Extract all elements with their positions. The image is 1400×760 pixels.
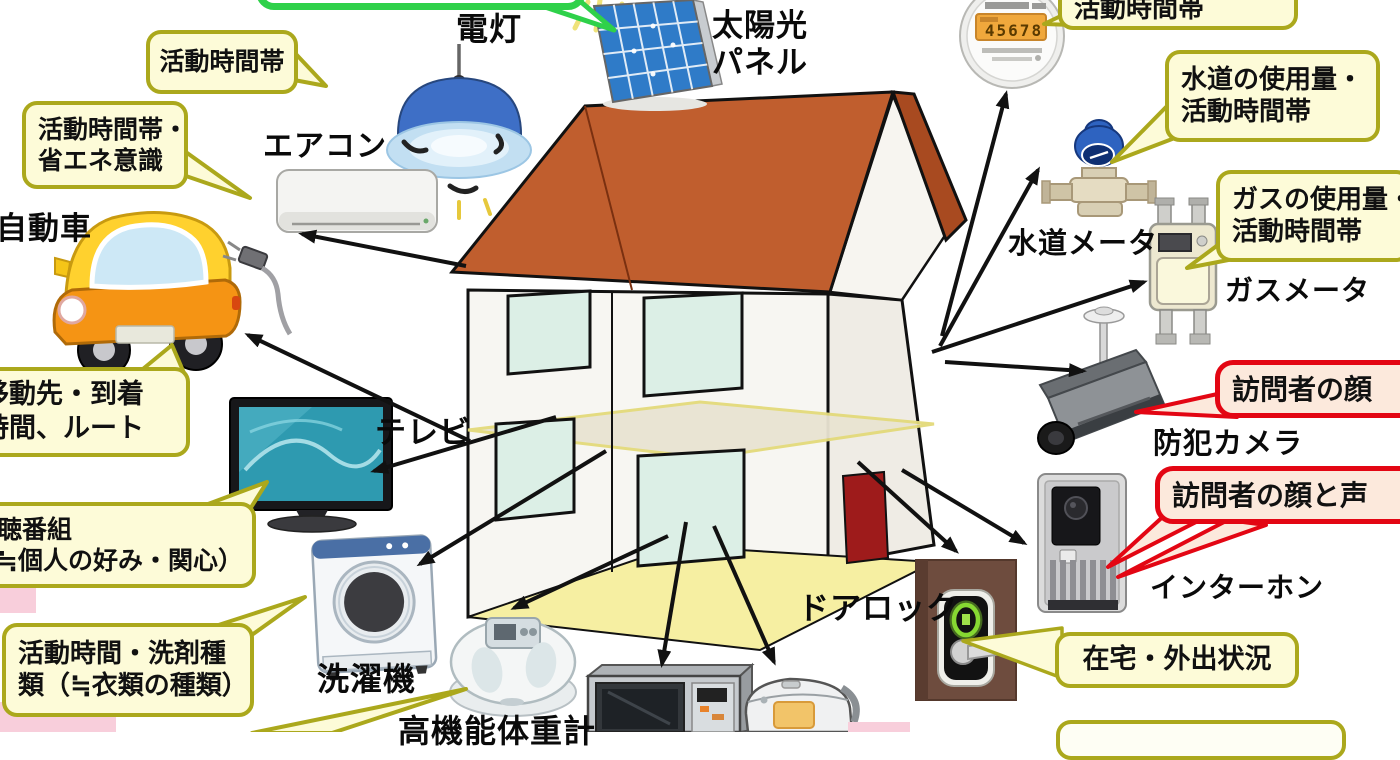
clipped-pink-callout	[848, 722, 910, 732]
arrow-to-door-lock	[856, 460, 959, 554]
arrow-to-gas-meter	[931, 279, 1148, 354]
window	[506, 289, 592, 376]
window	[494, 417, 576, 522]
tv-label: テレビ	[375, 415, 471, 451]
water-meter-label: 水道メータ	[1008, 226, 1159, 260]
water-meter-callout: 水道の使用量・ 活動時間帯	[1165, 50, 1380, 142]
solar-callout-clipped	[256, 0, 586, 10]
water-meter-illustration	[1041, 119, 1157, 217]
intercom-illustration	[1037, 473, 1127, 613]
gas-meter-label: ガスメータ	[1225, 274, 1371, 307]
arrow-to-tv	[370, 415, 557, 474]
rice-cooker-illustration	[744, 677, 860, 732]
gas-meter-callout: ガスの使用量・ 活動時間帯	[1216, 170, 1400, 262]
lamp-label: 電灯	[456, 10, 523, 48]
arrow-to-microwave	[657, 521, 688, 668]
arrow-to-rice-cooker	[712, 525, 776, 666]
car-illustration	[52, 211, 293, 377]
arrow-to-smart-meter	[940, 90, 1010, 337]
smart-meter-illustration: 45678	[959, 0, 1065, 89]
arrow-to-intercom	[900, 468, 1028, 546]
microwave-illustration	[585, 662, 755, 732]
diagram-canvas: 45678	[52, 0, 1268, 732]
clipped-pink-callout	[0, 583, 36, 613]
roof-front	[449, 90, 896, 294]
light-callout: 活動時間帯	[146, 30, 298, 94]
arrow-to-car	[244, 333, 471, 443]
car-label: 自動車	[0, 211, 92, 247]
washer-illustration	[311, 534, 438, 681]
tv-callout: 視聴番組 （≒個人の好み・関心）	[0, 502, 256, 588]
window	[636, 448, 746, 568]
body-scale-illustration	[449, 617, 577, 717]
door-lock-illustration	[915, 559, 1017, 701]
camera-callout: 訪問者の顔	[1215, 360, 1400, 418]
smart-meter-callout: 活動時間帯	[1058, 0, 1298, 30]
arrow-to-scale	[510, 534, 669, 610]
arrow-to-camera	[944, 360, 1087, 378]
solar-panel-label: 太陽光 パネル	[712, 8, 808, 81]
intercom-label: インターホン	[1150, 571, 1325, 604]
camera-label: 防犯カメラ	[1153, 426, 1304, 460]
house-illustration	[449, 90, 968, 652]
arrow-to-aircon	[298, 229, 467, 268]
bottom-right-callout-clipped	[1056, 720, 1346, 760]
smart-meter-reading: 45678	[985, 21, 1043, 40]
roof-right	[890, 90, 968, 243]
door-lock-label: ドアロック	[798, 591, 958, 627]
arrow-to-water-meter	[938, 166, 1040, 347]
gas-meter-illustration	[1148, 197, 1218, 345]
washer-label: 洗濯機	[317, 660, 417, 698]
aircon-label: エアコン	[263, 129, 387, 164]
car-callout: 移動先・到着 時間、ルート	[0, 367, 190, 457]
window	[642, 291, 744, 398]
arrow-to-washer	[416, 449, 608, 567]
connection-arrows	[244, 90, 1148, 668]
ceiling-light-illustration	[386, 44, 532, 220]
washer-callout: 活動時間・洗剤種 類（≒衣類の種類）	[2, 623, 254, 717]
security-camera-illustration	[1037, 306, 1166, 455]
light-callout-text: 活動時間帯	[159, 47, 285, 77]
aircon-illustration	[276, 169, 438, 233]
door-lock-callout: 在宅・外出状況	[1055, 632, 1299, 688]
aircon-callout: 活動時間帯・ 省エネ意識	[22, 101, 188, 189]
intercom-callout: 訪問者の顔と声	[1155, 466, 1400, 524]
